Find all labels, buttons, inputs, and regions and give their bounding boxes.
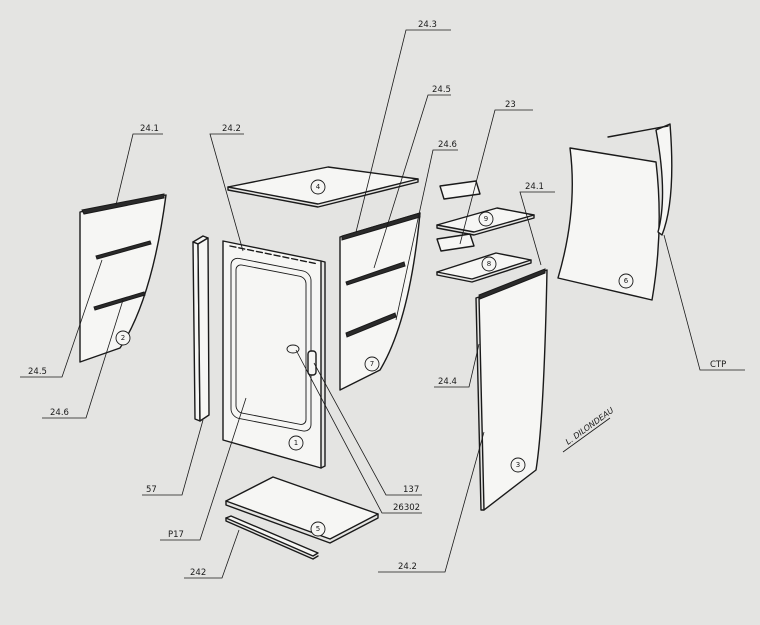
part-circle-7: 7	[364, 356, 380, 372]
part-circle-8: 8	[481, 256, 497, 272]
callout-24-1-right: 24.1	[525, 182, 544, 192]
callout-24-6-back: 24.6	[438, 140, 457, 150]
callout-p17: P17	[168, 530, 184, 540]
panel-1-door	[222, 240, 326, 469]
callout-242: 242	[190, 568, 206, 578]
panel-5-bottom	[225, 476, 379, 544]
svg-text:4: 4	[316, 183, 321, 191]
panel-2-left-side	[79, 193, 167, 363]
callout-24-3: 24.3	[418, 20, 437, 30]
part-circle-6: 6	[618, 273, 634, 289]
svg-text:L. DILONDEAU: L. DILONDEAU	[564, 406, 616, 447]
part-circle-3: 3	[510, 457, 526, 473]
panel-6-ctp	[557, 123, 673, 301]
part-circle-2: 2	[115, 330, 131, 346]
part-circle-1: 1	[288, 435, 304, 451]
svg-text:2: 2	[121, 334, 125, 342]
svg-text:7: 7	[370, 360, 374, 368]
part-57-strip	[192, 235, 210, 422]
svg-text:8: 8	[487, 260, 491, 268]
callout-24-2-top: 24.2	[222, 124, 241, 134]
signature: L. DILONDEAU	[562, 406, 616, 453]
callout-24-1-left: 24.1	[140, 124, 159, 134]
callout-24-6-left: 24.6	[50, 408, 69, 418]
svg-text:6: 6	[624, 277, 629, 285]
callout-26302: 26302	[393, 503, 420, 513]
panel-3-right-side	[475, 268, 548, 511]
part-circle-5: 5	[310, 521, 326, 537]
svg-text:5: 5	[316, 525, 320, 533]
callout-24-5-left: 24.5	[28, 367, 47, 377]
svg-text:9: 9	[484, 215, 488, 223]
callout-24-4: 24.4	[438, 377, 457, 387]
callout-24-5-back: 24.5	[432, 85, 451, 95]
svg-text:3: 3	[516, 461, 520, 469]
callout-labels: 24.3 24.5 23 24.1 24.2 24.6 24.1 24.5 24…	[28, 20, 726, 578]
part-242-strip	[225, 515, 319, 560]
part-circle-9: 9	[478, 211, 494, 227]
panel-7-back	[339, 212, 421, 391]
leader-lines	[20, 29, 745, 579]
part-circle-4: 4	[310, 179, 326, 195]
part-23-clips	[436, 180, 481, 252]
part-number-circles: 4 2 1 7 9 8 3 6 5	[115, 179, 634, 537]
callout-23: 23	[505, 100, 516, 110]
callout-137: 137	[403, 485, 419, 495]
svg-text:1: 1	[294, 439, 298, 447]
callout-57: 57	[146, 485, 157, 495]
callout-ctp: CTP	[710, 360, 726, 370]
callout-24-2-bottom: 24.2	[398, 562, 417, 572]
